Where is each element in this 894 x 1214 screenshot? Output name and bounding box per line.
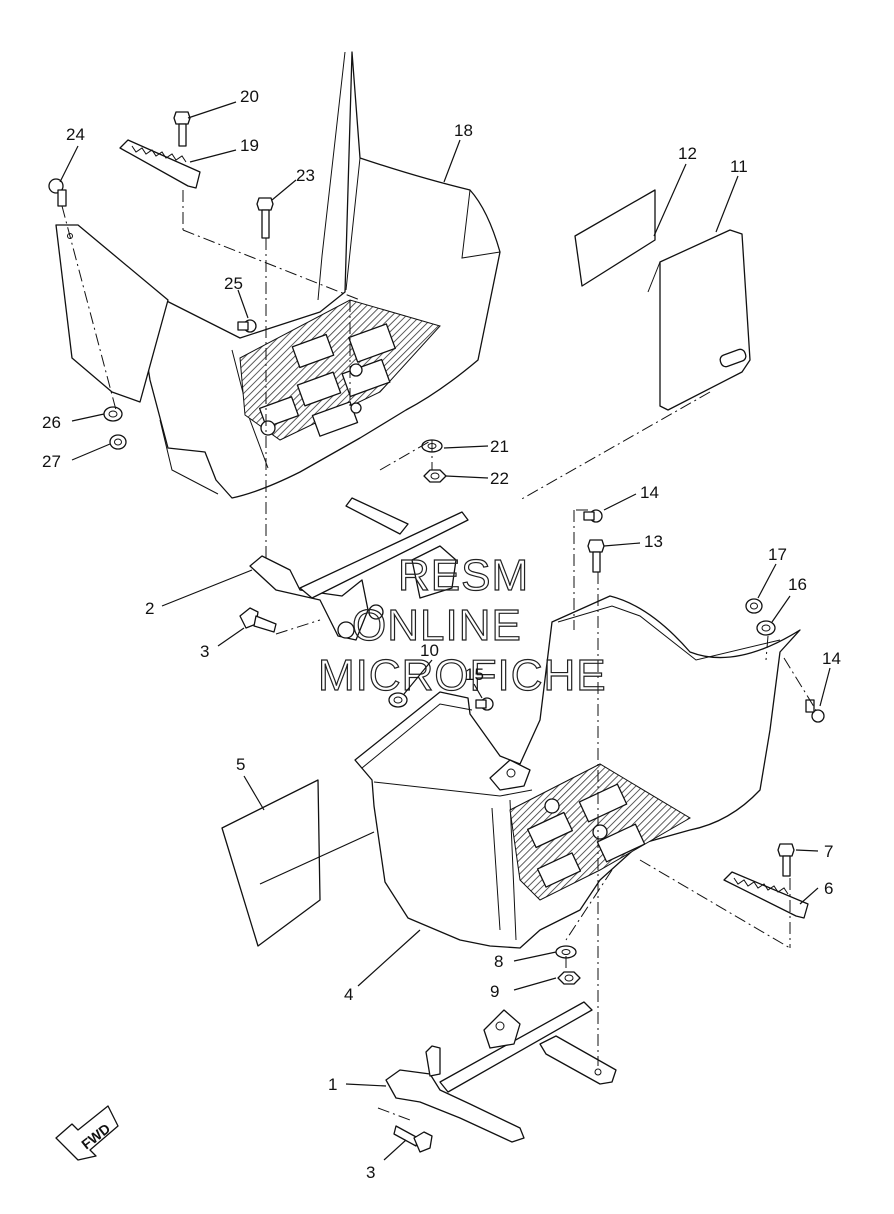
bracket-2 bbox=[249, 497, 469, 641]
callout-23: 23 bbox=[296, 166, 315, 185]
bracket-1 bbox=[385, 1001, 617, 1143]
assembly-lines bbox=[61, 190, 817, 1121]
callout-3-upper: 3 bbox=[200, 642, 209, 661]
footrest-upper-18 bbox=[55, 51, 501, 499]
callout-5: 5 bbox=[236, 755, 245, 774]
callout-11: 11 bbox=[730, 157, 748, 176]
screw-14-right bbox=[805, 699, 825, 723]
callout-labels: 20 19 23 24 25 26 27 21 22 18 12 11 14 1… bbox=[42, 87, 841, 1182]
callout-19: 19 bbox=[240, 136, 259, 155]
callout-10: 10 bbox=[420, 641, 439, 660]
screw-25 bbox=[237, 319, 257, 333]
callout-21: 21 bbox=[490, 437, 509, 456]
callout-17: 17 bbox=[768, 545, 787, 564]
bolt-3-upper bbox=[239, 607, 277, 633]
fwd-arrow-icon: FWD bbox=[55, 1105, 119, 1161]
nut-22 bbox=[423, 469, 447, 483]
label-12 bbox=[574, 189, 656, 287]
bolt-23 bbox=[256, 197, 274, 239]
collar-16 bbox=[756, 620, 776, 636]
watermark-line-1: RESM bbox=[398, 551, 529, 600]
nut-17 bbox=[745, 598, 763, 614]
callout-12: 12 bbox=[678, 144, 697, 163]
watermark-line-2: ONLINE bbox=[352, 601, 522, 650]
watermark-line-3: MICROFICHE bbox=[318, 651, 607, 700]
bolt-20 bbox=[173, 111, 191, 147]
bolt-3-lower bbox=[393, 1125, 433, 1153]
callout-27: 27 bbox=[42, 452, 61, 471]
callout-14-upper: 14 bbox=[640, 483, 659, 502]
collar-10 bbox=[388, 692, 408, 708]
callout-2: 2 bbox=[145, 599, 154, 618]
cover-11 bbox=[647, 229, 751, 411]
bolt-13 bbox=[587, 539, 605, 573]
nut-27 bbox=[109, 434, 127, 450]
callout-24: 24 bbox=[66, 125, 85, 144]
callout-15: 15 bbox=[465, 665, 484, 684]
footrest-lower-4 bbox=[354, 595, 801, 949]
callout-13: 13 bbox=[644, 532, 663, 551]
callout-1: 1 bbox=[328, 1075, 337, 1094]
callout-26: 26 bbox=[42, 413, 61, 432]
callout-7: 7 bbox=[824, 842, 833, 861]
watermark: RESM ONLINE MICROFICHE bbox=[317, 550, 607, 700]
label-5 bbox=[221, 779, 321, 947]
collar-26 bbox=[103, 406, 123, 422]
nut-9 bbox=[557, 971, 581, 985]
callout-20: 20 bbox=[240, 87, 259, 106]
screw-14-upper bbox=[583, 509, 603, 523]
callout-8: 8 bbox=[494, 952, 503, 971]
callout-14-right: 14 bbox=[822, 649, 841, 668]
callout-3-lower: 3 bbox=[366, 1163, 375, 1182]
callout-22: 22 bbox=[490, 469, 509, 488]
callout-leaders bbox=[59, 101, 831, 1161]
callout-16: 16 bbox=[788, 575, 807, 594]
callout-9: 9 bbox=[490, 982, 499, 1001]
callout-6: 6 bbox=[824, 879, 833, 898]
screw-15 bbox=[475, 697, 494, 711]
footpeg-plate-19 bbox=[119, 139, 201, 189]
callout-18: 18 bbox=[454, 121, 473, 140]
bolt-24 bbox=[48, 178, 67, 207]
callout-25: 25 bbox=[224, 274, 243, 293]
callout-4: 4 bbox=[344, 985, 353, 1004]
footpeg-plate-6 bbox=[723, 871, 809, 919]
bolt-7 bbox=[777, 843, 795, 877]
